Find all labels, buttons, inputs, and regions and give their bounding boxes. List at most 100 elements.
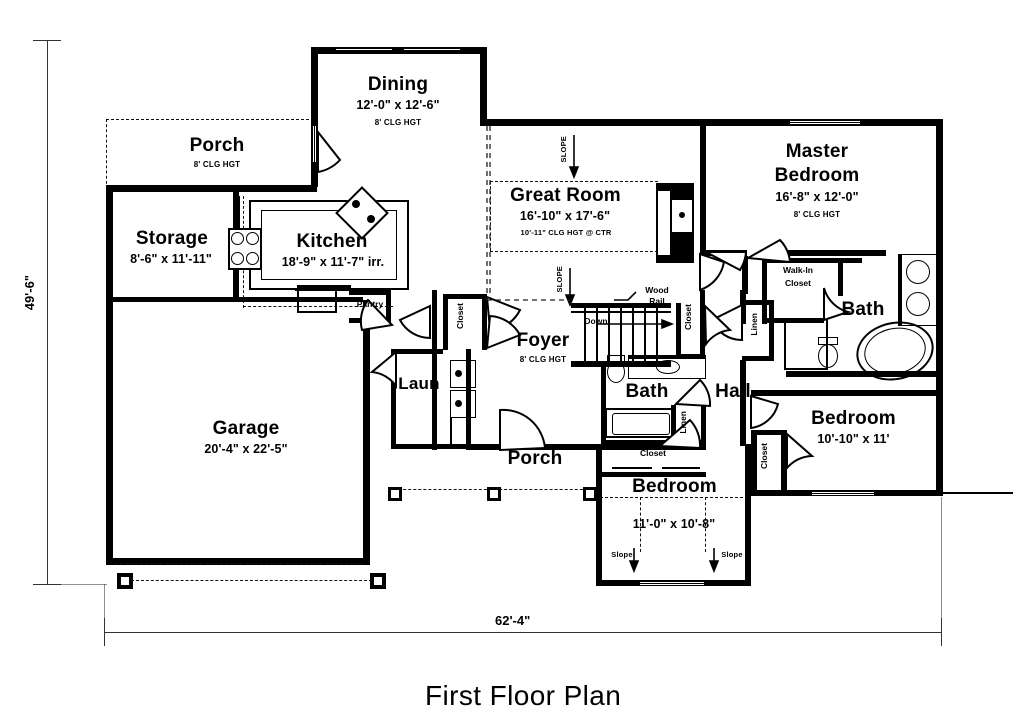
- master-bath-wall-left: [742, 256, 748, 294]
- room-clg-porch-top: 8' CLG HGT: [193, 160, 241, 169]
- room-label-bath-main: Bath: [625, 381, 669, 402]
- bath-wall-bottom: [601, 440, 706, 445]
- bed-bottom-closet-divider: [601, 472, 706, 477]
- bedroom-bottom-wall-right: [745, 444, 751, 586]
- label-slope-3: Slope: [611, 550, 633, 559]
- foyer-closet-wall-right: [482, 294, 487, 350]
- laundry-wall-right: [432, 290, 437, 450]
- room-label-garage: Garage: [212, 418, 280, 439]
- kitchen-sink-bowl-3: [231, 252, 244, 265]
- label-pantry: Pantry: [356, 299, 384, 309]
- stair-tread-1: [584, 308, 586, 361]
- porch-roof-left-edge: [106, 119, 107, 189]
- bedroom-bottom-slope-dash-r: [705, 497, 706, 552]
- dim-ext-right: [941, 497, 942, 637]
- bath-tub-inner: [612, 413, 670, 435]
- bedroom-bottom-window-line: [640, 583, 704, 584]
- label-walkin-line1: Walk-In: [783, 265, 813, 275]
- label-walkin-line2: Closet: [785, 278, 811, 288]
- garage-slab-line: [115, 563, 363, 564]
- walkin-wall-top: [762, 258, 862, 263]
- house-wall-top-right: [480, 119, 943, 126]
- stair-tread-2: [596, 308, 598, 361]
- room-dim-bedroom-bottom: 11'-0" x 10'-8": [632, 517, 716, 531]
- room-dim-bedroom-right: 10'-10" x 11': [817, 432, 890, 446]
- pantry-wall-bottom: [349, 318, 391, 323]
- fireplace-vent-icon: [679, 212, 685, 218]
- room-clg-master: 8' CLG HGT: [793, 210, 841, 219]
- garage-door-line: [131, 580, 372, 581]
- kitchen-sink-bowl-1: [231, 232, 244, 245]
- room-dim-dining: 12'-0" x 12'-6": [356, 98, 440, 112]
- stair-tread-6: [644, 308, 646, 361]
- bedroom-right-closet-top: [751, 430, 787, 435]
- room-label-storage: Storage: [135, 228, 209, 249]
- master-bath-wall-bottom: [786, 371, 942, 377]
- room-clg-great-room: 10'-11" CLG HGT @ CTR: [520, 228, 612, 237]
- room-label-kitchen: Kitchen: [296, 231, 368, 252]
- label-closet-foyer: Closet: [455, 303, 465, 329]
- laundry-wall-left: [391, 349, 396, 449]
- bedroom-bottom-wall-left: [596, 444, 602, 586]
- front-porch-col-2-in: [490, 490, 498, 498]
- dim-text-width: 62'-4": [495, 613, 531, 628]
- room-dim-storage: 8'-6" x 11'-11": [130, 252, 212, 266]
- garage-wall-right: [363, 300, 370, 565]
- dining-wall-right: [480, 47, 487, 119]
- garage-porch-col-left-in: [121, 577, 129, 585]
- room-label-bedroom-right: Bedroom: [811, 408, 896, 429]
- plan-title: First Floor Plan: [425, 680, 622, 711]
- stair-tread-5: [632, 308, 634, 361]
- fireplace-firebox: [657, 190, 671, 256]
- walkin-wall-right: [838, 258, 843, 296]
- great-room-tray-bottom: [490, 251, 658, 252]
- room-label-master-line1: Master: [785, 141, 849, 162]
- master-wall-bottom: [705, 250, 747, 256]
- laundry-dryer-dial: [455, 400, 462, 407]
- dim-line-bottom-horizontal: [104, 632, 942, 633]
- label-slope-1: SLOPE: [559, 136, 568, 163]
- foyer-closet-wall-top: [443, 294, 487, 299]
- bath-vanity-top: [628, 355, 706, 359]
- house-wall-right-upper: [936, 119, 943, 254]
- room-label-bath-master: Bath: [841, 299, 885, 320]
- stair-tread-3: [608, 308, 610, 361]
- dining-wall-left: [311, 47, 318, 187]
- master-linen-wall-bottom: [742, 356, 774, 361]
- house-wall-left-porch-bottom: [106, 185, 317, 192]
- hall-linen-wall-left: [671, 405, 676, 443]
- great-room-tray-top: [490, 181, 658, 182]
- front-porch-col-3-in: [586, 490, 594, 498]
- dim-tick-left-top: [33, 40, 61, 41]
- label-slope-4: Slope: [721, 550, 743, 559]
- foyer-closet-wall-left: [443, 294, 448, 350]
- kitchen-burner-1: [352, 200, 360, 208]
- dining-window-1-line: [336, 50, 392, 51]
- room-label-great-room: Great Room: [510, 185, 621, 206]
- master-linen-wall-top: [742, 300, 774, 305]
- room-label-foyer: Foyer: [516, 330, 570, 351]
- room-label-master-line2: Bedroom: [774, 165, 860, 186]
- hall-wall-upper-right: [740, 290, 746, 324]
- kitchen-angle-wall: [297, 285, 351, 291]
- stair-tread-7: [656, 308, 658, 361]
- room-dim-kitchen: 18'-9" x 11'-7" irr.: [281, 255, 385, 269]
- label-linen-master: Linen: [749, 313, 759, 336]
- house-wall-left-outer: [106, 185, 113, 565]
- right-exterior-ext-line: [941, 492, 1013, 494]
- label-slope-2: SLOPE: [555, 266, 564, 293]
- master-window-line: [790, 122, 860, 123]
- bath-vanity-counter: [628, 355, 706, 379]
- dim-text-height: 49'-6": [22, 275, 37, 311]
- stair-rail-line: [571, 311, 671, 313]
- master-sink-1: [906, 260, 930, 284]
- label-closet-stair: Closet: [683, 304, 693, 330]
- label-closet-bath: Closet: [640, 448, 666, 458]
- master-wall-left: [700, 119, 706, 255]
- kitchen-sink-bowl-2: [246, 232, 259, 245]
- laundry-wall-top: [391, 349, 443, 354]
- dim-line-left-vertical: [47, 40, 48, 585]
- bedroom-right-window-line: [812, 493, 874, 494]
- bath-toilet-bowl: [607, 361, 625, 383]
